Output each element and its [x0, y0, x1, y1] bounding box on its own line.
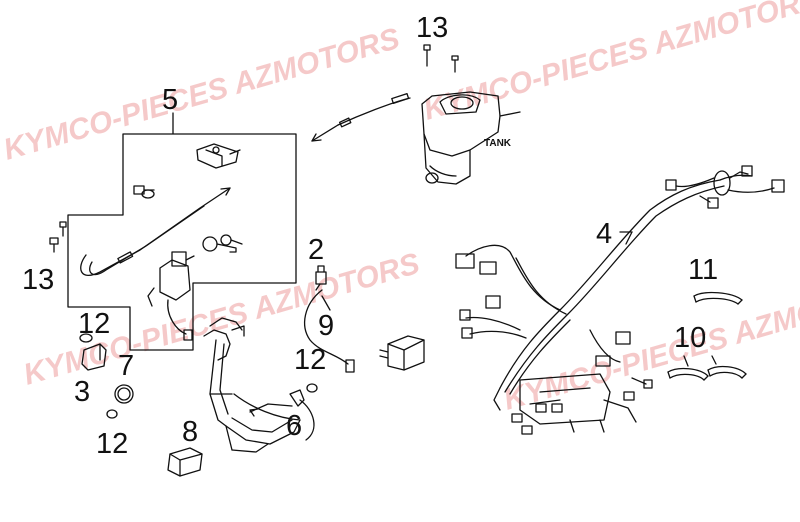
callout-13-top: 13 [416, 12, 449, 44]
seat-lock [196, 143, 241, 169]
callout-8: 8 [182, 416, 199, 448]
fuel-tank [421, 91, 521, 185]
callout-4: 4 [596, 218, 613, 250]
callout-12-c: 12 [96, 428, 129, 460]
callout-5: 5 [162, 84, 179, 116]
relay-box [379, 335, 425, 371]
leader-10-a [683, 355, 689, 367]
ignition-keys [202, 234, 243, 253]
part-5-group-outline [67, 112, 297, 351]
clamp-11 [693, 291, 743, 305]
lock-cylinder [133, 185, 155, 199]
nut-12-a [79, 333, 93, 343]
callout-13-left: 13 [22, 264, 55, 296]
callout-7: 7 [118, 350, 135, 382]
part-8-block [167, 447, 203, 477]
callout-10: 10 [674, 322, 707, 354]
part-3-bracket [81, 343, 107, 371]
callout-3: 3 [74, 376, 91, 408]
seat-cable [311, 92, 411, 142]
leader-10-b [711, 355, 717, 365]
leader-4 [619, 231, 633, 245]
callout-9: 9 [318, 310, 335, 342]
part-2-switch [304, 265, 355, 373]
wiring-harness [455, 165, 785, 435]
part-7-cap [114, 384, 134, 404]
screw-13-left [49, 221, 67, 253]
tank-label: TANK [484, 138, 512, 149]
callout-6: 6 [286, 410, 303, 442]
bolt-13-top [423, 44, 459, 73]
clamp-10-b [707, 365, 747, 379]
clamp-10-a [667, 367, 709, 381]
callout-11: 11 [688, 254, 719, 286]
callout-12-b: 12 [294, 344, 327, 376]
callout-12-a: 12 [78, 308, 111, 340]
nut-12-b [306, 383, 318, 393]
ignition-switch [147, 251, 195, 341]
callout-2: 2 [308, 234, 325, 266]
frame-bracket [203, 317, 315, 453]
seat-cable-2 [80, 187, 231, 277]
nut-12-c [106, 409, 118, 419]
